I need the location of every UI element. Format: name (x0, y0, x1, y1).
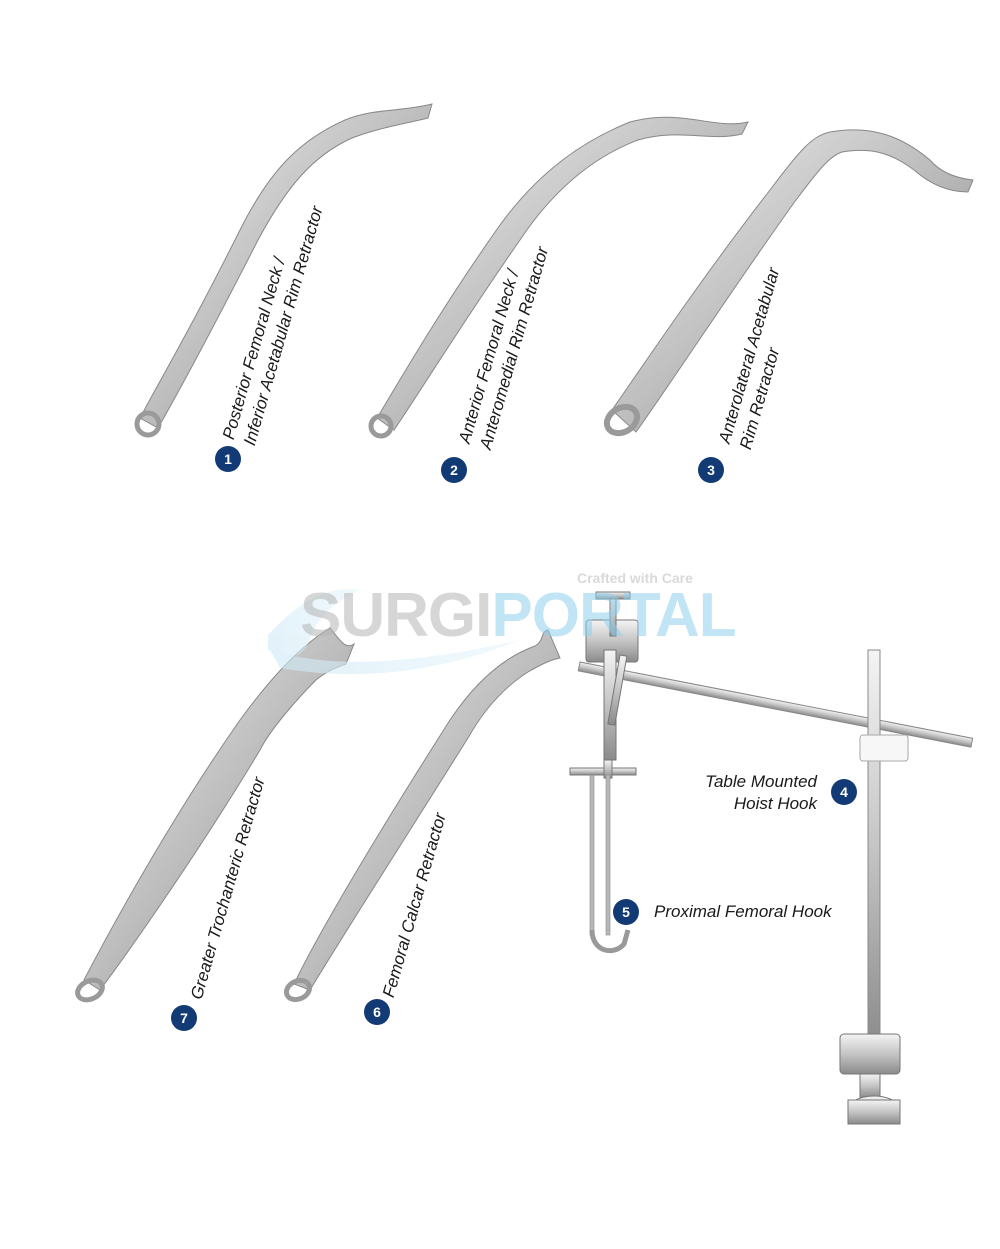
watermark-tagline: Crafted with Care (577, 570, 693, 586)
hoist-assembly-illustration (569, 591, 974, 1125)
retractor-2-illustration (368, 116, 749, 439)
retractor-7-illustration (75, 627, 356, 1003)
badge-2: 2 (441, 457, 467, 483)
watermark-logo: SURGIPORTAL (300, 580, 737, 651)
retractor-3-illustration (603, 129, 974, 437)
watermark-brand-part2: PORTAL (491, 581, 736, 650)
retractor-1-illustration (134, 103, 433, 438)
badge-1: 1 (215, 446, 241, 472)
badge-7: 7 (171, 1005, 197, 1031)
retractor-6-illustration (283, 629, 561, 1003)
label-4-line1: Table Mounted (705, 772, 817, 791)
watermark-wave (268, 589, 520, 675)
watermark-brand-part1: SURGI (300, 581, 492, 650)
badge-6: 6 (364, 999, 390, 1025)
label-4-line2: Hoist Hook (733, 794, 817, 813)
badge-5: 5 (613, 899, 639, 925)
badge-4: 4 (831, 779, 857, 805)
label-instrument-5: Proximal Femoral Hook (654, 902, 832, 921)
label-instrument-4: Table Mounted Hoist Hook (660, 771, 817, 815)
badge-3: 3 (698, 457, 724, 483)
